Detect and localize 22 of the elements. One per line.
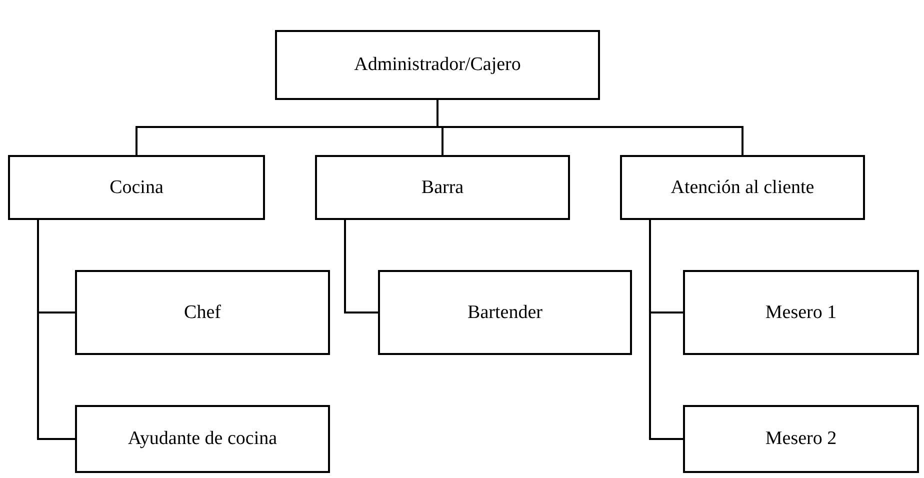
org-box (75, 270, 330, 355)
role-label: Mesero 1 (765, 302, 837, 324)
org-box (75, 405, 330, 473)
org-box (683, 405, 919, 473)
connector-line (344, 220, 378, 314)
role-label: Cocina (110, 176, 164, 198)
org-box (620, 155, 865, 220)
org-box (683, 270, 919, 355)
role-label: Mesero 2 (765, 428, 837, 450)
org-box (315, 155, 570, 220)
org-box (275, 30, 600, 100)
connector-line (436, 100, 744, 155)
role-label: Administrador/Cajero (354, 54, 521, 76)
role-label: Ayudante de cocina (128, 428, 278, 450)
role-label: Barra (421, 176, 464, 198)
role-label: Chef (184, 302, 221, 324)
connector-line (37, 220, 75, 440)
org-box (8, 155, 265, 220)
connector-line (649, 220, 683, 440)
role-label: Atención al cliente (670, 176, 814, 198)
org-box (378, 270, 632, 355)
role-label: Bartender (468, 302, 542, 324)
